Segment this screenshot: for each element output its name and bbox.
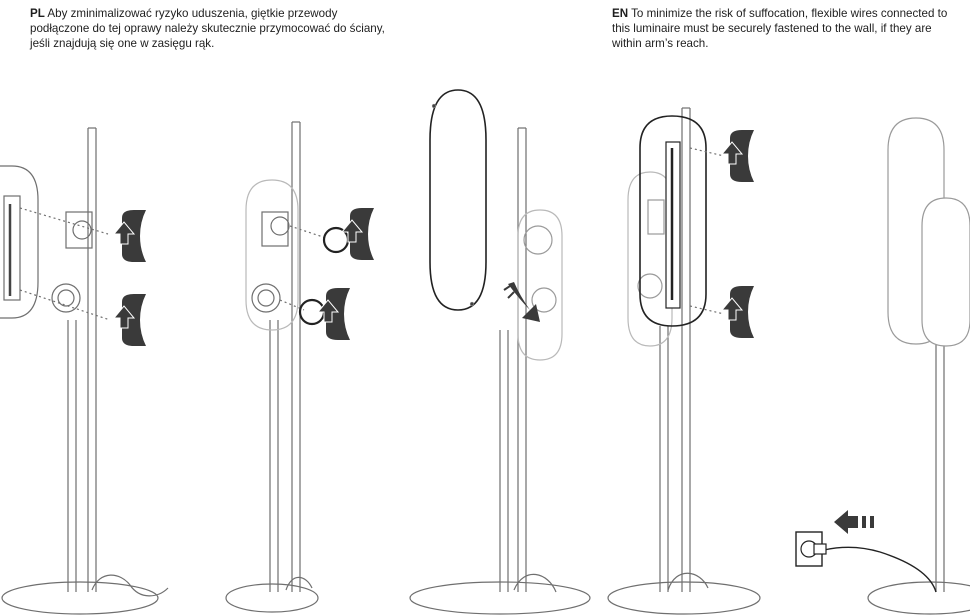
instruction-text-pl: Aby zminimalizować ryzyko uduszenia, gię… <box>30 7 385 50</box>
step-1-illustration <box>0 127 169 615</box>
language-code-pl: PL <box>30 7 45 20</box>
instruction-text-en: To minimize the risk of suffocation, fle… <box>612 7 948 50</box>
step-4-illustration <box>607 107 761 615</box>
instruction-note-en: EN To minimize the risk of suffocation, … <box>612 6 962 51</box>
step-3-illustration <box>409 89 591 615</box>
step-5-illustration <box>795 117 970 615</box>
insert-arrow-icon <box>834 510 858 534</box>
language-code-en: EN <box>612 7 629 20</box>
instruction-note-pl: PL Aby zminimalizować ryzyko uduszenia, … <box>30 6 390 51</box>
step-2-illustration <box>225 121 375 613</box>
